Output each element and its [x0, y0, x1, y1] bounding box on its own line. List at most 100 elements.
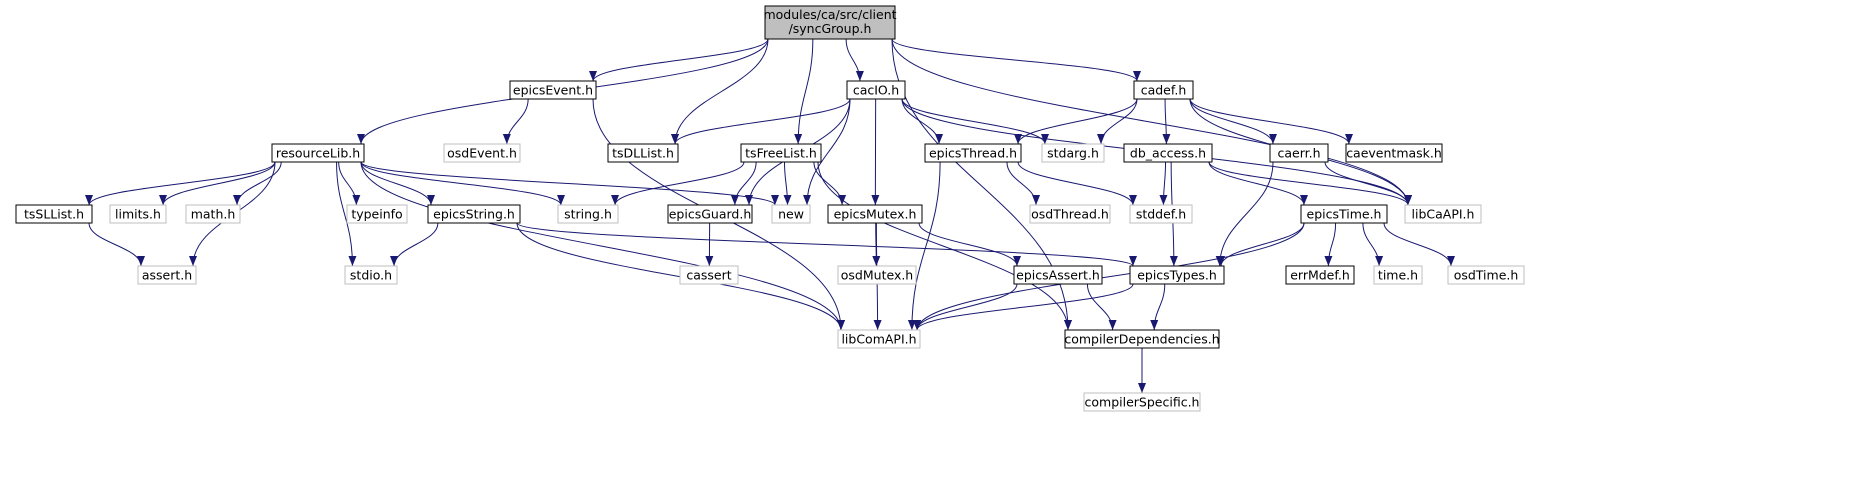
edge-resourceLib-to-math	[233, 161, 282, 206]
node-box-compilerSpecific	[1083, 392, 1201, 412]
node-box-root[interactable]	[764, 5, 896, 40]
edge-resourceLib-to-typeinfo	[338, 161, 361, 206]
node-box-new	[771, 204, 811, 224]
node-label-epicsGuard: epicsGuard.h	[669, 207, 752, 222]
node-label-stdarg: stdarg.h	[1047, 146, 1099, 161]
edge-resourceLib-to-limits	[159, 161, 276, 206]
header-nodes: modules/ca/src/client/syncGroup.h resourc…	[15, 5, 1525, 412]
edge-root-to-cadef	[891, 38, 1141, 82]
node-label-tsSLList: tsSLList.h	[24, 207, 84, 222]
edge-root-to-epicsEvent	[589, 38, 769, 82]
node-box-osdTime	[1447, 265, 1525, 285]
edge-epicsThread-to-stddef	[1017, 161, 1137, 206]
node-stddef: stddef.h	[1129, 204, 1193, 224]
node-box-epicsMutex[interactable]	[827, 204, 923, 224]
node-box-epicsString[interactable]	[427, 204, 521, 224]
node-label-osdEvent: osdEvent.h	[447, 146, 517, 161]
node-box-time	[1373, 265, 1423, 285]
edge-resourceLib-to-libComAPI	[360, 161, 845, 331]
node-box-stdio	[344, 265, 398, 285]
node-resourceLib[interactable]: resourceLib.h	[271, 143, 365, 163]
node-cadef[interactable]: cadef.h	[1133, 80, 1194, 100]
node-label-tsFreeList: tsFreeList.h	[745, 146, 817, 161]
node-box-errMdef[interactable]	[1285, 265, 1355, 285]
edge-epicsString-to-epicsTypes	[516, 222, 1137, 267]
node-libCaAPI: libCaAPI.h	[1404, 204, 1482, 224]
node-epicsThread[interactable]: epicsThread.h	[924, 143, 1022, 163]
node-epicsEvent[interactable]: epicsEvent.h	[509, 80, 597, 100]
node-box-epicsTime[interactable]	[1300, 204, 1388, 224]
edge-cacIO-to-tsDLList	[671, 98, 851, 145]
node-label-epicsTime: epicsTime.h	[1307, 207, 1382, 222]
node-caerr[interactable]: caerr.h	[1269, 143, 1329, 163]
edge-root-to-cacIO	[845, 38, 864, 82]
node-box-cacIO[interactable]	[846, 80, 906, 100]
node-osdTime: osdTime.h	[1447, 265, 1525, 285]
node-epicsAssert[interactable]: epicsAssert.h	[1013, 265, 1103, 285]
node-label-errMdef: errMdef.h	[1290, 268, 1350, 283]
node-box-epicsTypes[interactable]	[1129, 265, 1225, 285]
node-label-osdTime: osdTime.h	[1454, 268, 1519, 283]
edge-tsSLList-to-assert	[88, 222, 145, 267]
node-box-db_access[interactable]	[1123, 143, 1213, 163]
node-box-epicsEvent[interactable]	[509, 80, 597, 100]
node-tsFreeList[interactable]: tsFreeList.h	[740, 143, 822, 163]
node-errMdef[interactable]: errMdef.h	[1285, 265, 1355, 285]
node-epicsTime[interactable]: epicsTime.h	[1300, 204, 1388, 224]
node-box-limits	[109, 204, 167, 224]
node-caeventmask[interactable]: caeventmask.h	[1345, 143, 1443, 163]
edge-tsFreeList-to-epicsMutex	[813, 161, 847, 206]
node-db_access[interactable]: db_access.h	[1123, 143, 1213, 163]
edge-epicsThread-to-osdThread	[1006, 161, 1041, 206]
edge-root-to-tsDLList	[671, 38, 769, 145]
node-label-compilerDependencies: compilerDependencies.h	[1064, 332, 1219, 347]
node-label-stdio: stdio.h	[350, 268, 392, 283]
node-box-tsDLList[interactable]	[607, 143, 679, 163]
node-label-epicsEvent: epicsEvent.h	[513, 83, 593, 98]
node-box-caerr[interactable]	[1269, 143, 1329, 163]
node-new: new	[771, 204, 811, 224]
node-label-osdMutex: osdMutex.h	[841, 268, 913, 283]
edge-epicsEvent-to-osdEvent	[502, 98, 529, 145]
edge-root-to-compilerDependencies	[891, 38, 1072, 331]
edge-caerr-to-epicsTypes	[1215, 161, 1274, 267]
node-root[interactable]: modules/ca/src/client/syncGroup.h	[763, 5, 897, 40]
node-tsSLList[interactable]: tsSLList.h	[15, 204, 93, 224]
edge-db_access-to-stddef	[1159, 161, 1168, 206]
node-compilerDependencies[interactable]: compilerDependencies.h	[1064, 329, 1220, 349]
node-stdio: stdio.h	[344, 265, 398, 285]
node-label-epicsTypes: epicsTypes.h	[1137, 268, 1217, 283]
node-box-epicsGuard[interactable]	[667, 204, 753, 224]
node-box-caeventmask[interactable]	[1345, 143, 1443, 163]
node-box-epicsAssert[interactable]	[1013, 265, 1103, 285]
node-box-stdarg	[1041, 143, 1105, 163]
node-box-compilerDependencies[interactable]	[1064, 329, 1220, 349]
node-tsDLList[interactable]: tsDLList.h	[607, 143, 679, 163]
node-box-stddef	[1129, 204, 1193, 224]
node-box-cadef[interactable]	[1133, 80, 1194, 100]
node-epicsString[interactable]: epicsString.h	[427, 204, 521, 224]
edge-epicsString-to-libComAPI	[516, 222, 845, 331]
edge-db_access-to-epicsTime	[1208, 161, 1308, 206]
node-box-tsFreeList[interactable]	[740, 143, 822, 163]
node-osdThread: osdThread.h	[1029, 204, 1111, 224]
edge-cadef-to-db_access	[1162, 98, 1171, 145]
node-epicsTypes[interactable]: epicsTypes.h	[1129, 265, 1225, 285]
node-label-stddef: stddef.h	[1136, 207, 1186, 222]
node-label-epicsString: epicsString.h	[433, 207, 515, 222]
node-epicsMutex[interactable]: epicsMutex.h	[827, 204, 923, 224]
edge-epicsTime-to-epicsTypes	[1217, 222, 1305, 267]
node-box-epicsThread[interactable]	[924, 143, 1022, 163]
edge-resourceLib-to-epicsString	[360, 161, 435, 206]
node-epicsGuard[interactable]: epicsGuard.h	[667, 204, 753, 224]
node-label-caeventmask: caeventmask.h	[1346, 146, 1442, 161]
node-time: time.h	[1373, 265, 1423, 285]
node-box-resourceLib[interactable]	[271, 143, 365, 163]
edge-cadef-to-caerr	[1189, 98, 1277, 145]
node-box-tsSLList[interactable]	[15, 204, 93, 224]
node-label-string: string.h	[564, 207, 612, 222]
node-math: math.h	[185, 204, 241, 224]
edge-cacIO-to-epicsThread	[901, 98, 944, 145]
edge-caerr-to-libCaAPI	[1324, 161, 1412, 206]
node-cacIO[interactable]: cacIO.h	[846, 80, 906, 100]
